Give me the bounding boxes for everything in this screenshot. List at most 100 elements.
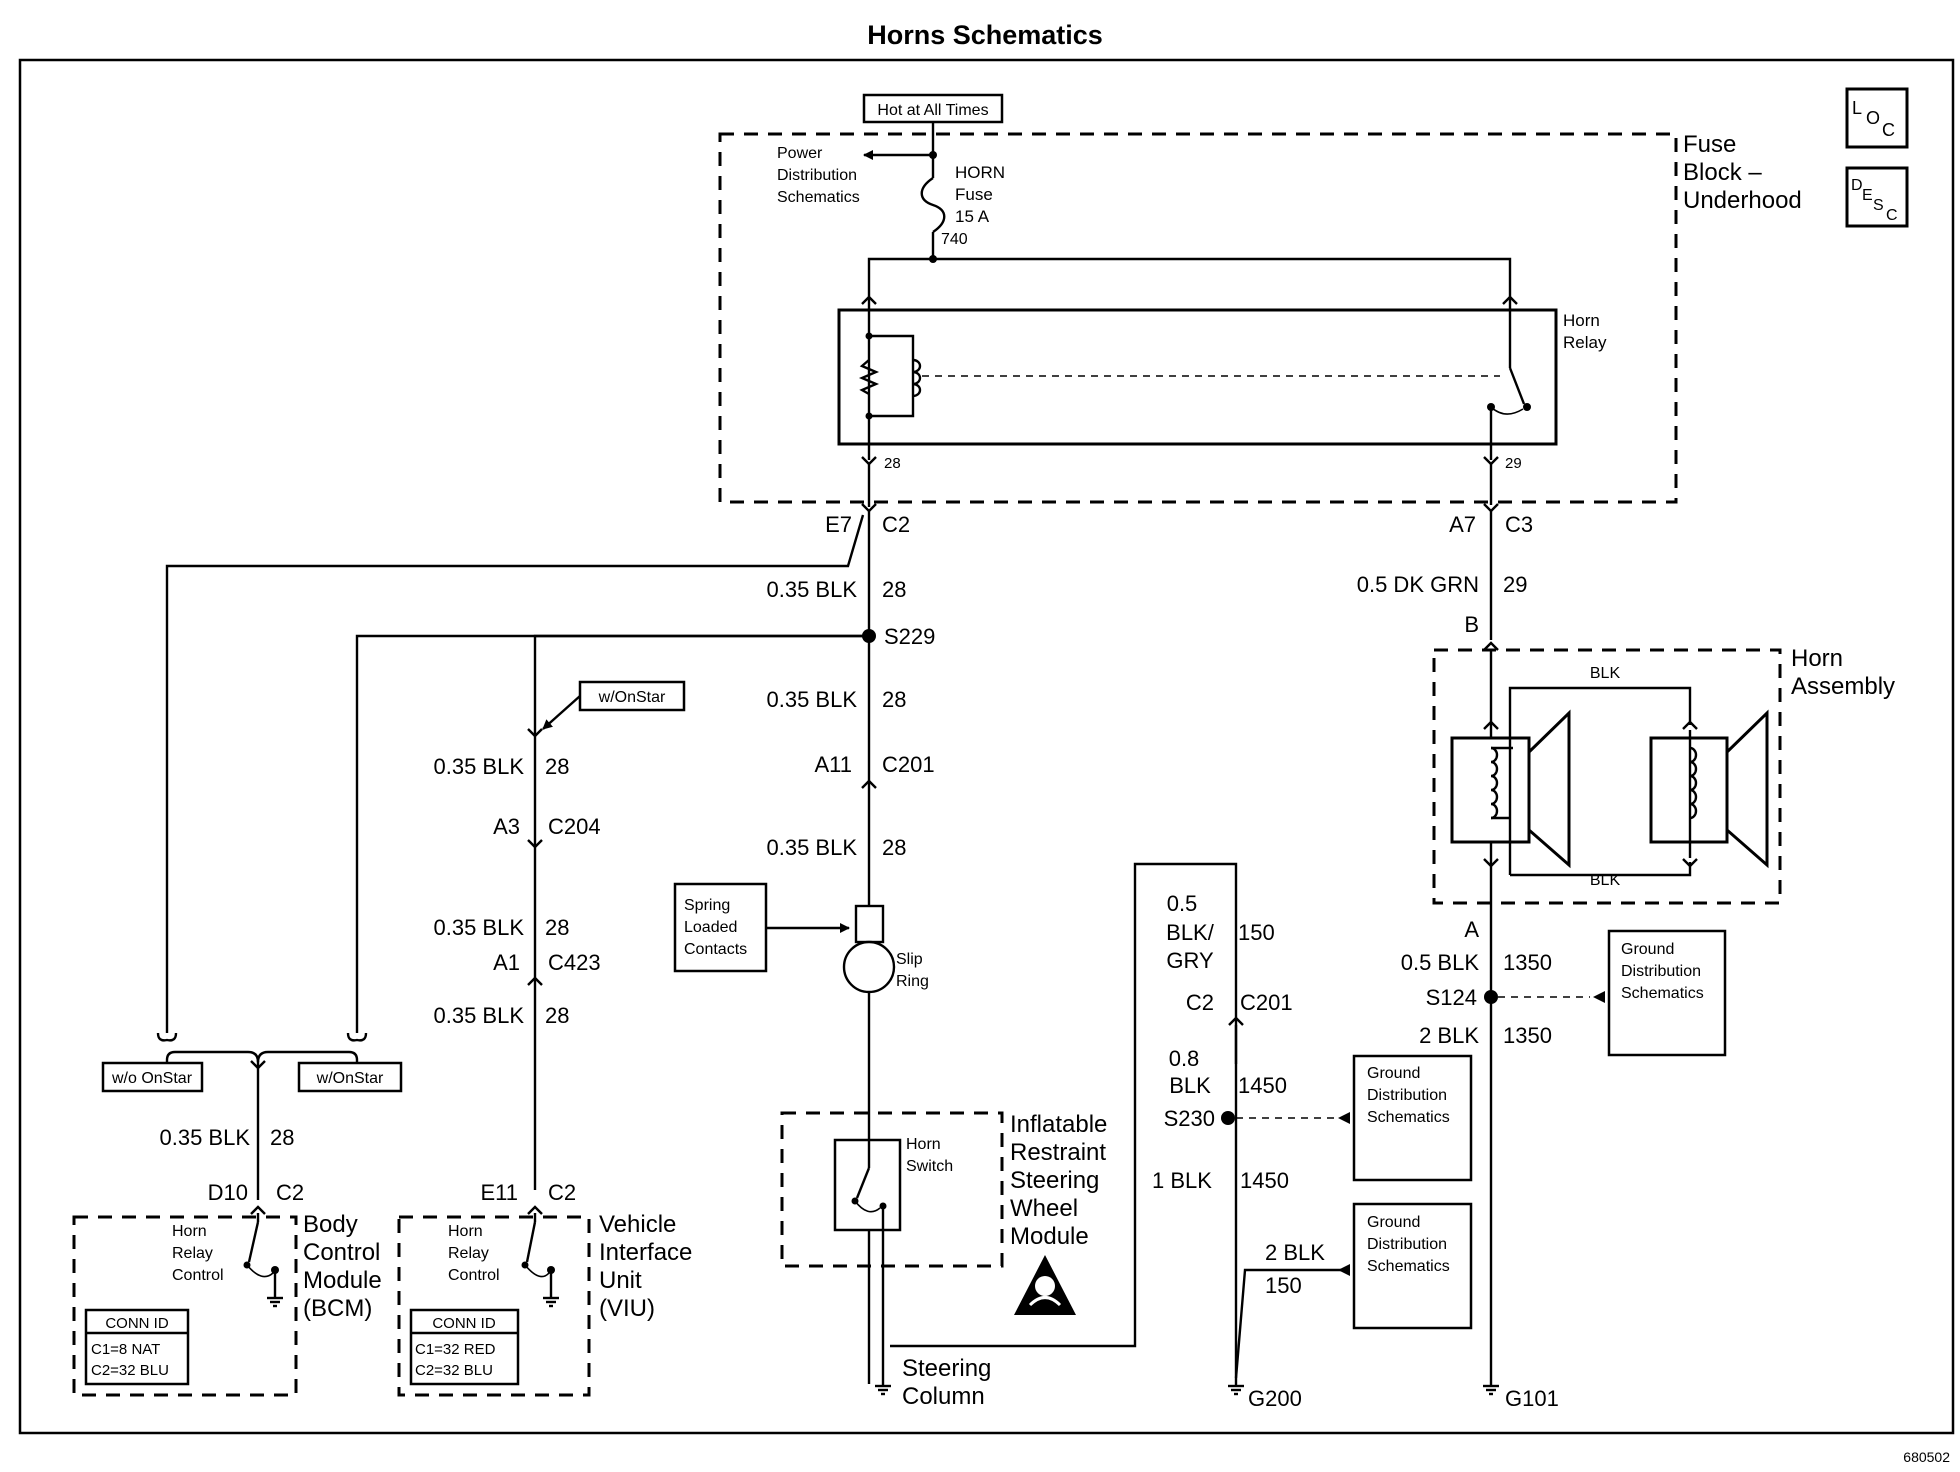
wo-onstar-option-box bbox=[101, 1061, 204, 1093]
conn-c2-label: C2 bbox=[882, 512, 910, 537]
horn-assembly-label-2: Assembly bbox=[1791, 673, 1895, 700]
viu-wire3-circuit: 28 bbox=[545, 1003, 569, 1028]
horn-wire2-label: 0.5 BLK bbox=[1401, 950, 1480, 975]
slip-ring bbox=[842, 940, 896, 994]
bcm-conn-c2: C2=32 BLU bbox=[91, 1362, 169, 1379]
loc-icon[interactable]: L O C bbox=[1845, 87, 1909, 149]
onstar-option-label-viu: w/OnStar bbox=[598, 689, 666, 706]
svg-text:E: E bbox=[1862, 187, 1873, 204]
conn-e7-label: E7 bbox=[825, 512, 852, 537]
svg-text:O: O bbox=[1866, 108, 1880, 128]
bcm-name-1: Body bbox=[303, 1211, 358, 1238]
bcm-name-3: Module bbox=[303, 1267, 382, 1294]
restraint-module-label-2: Restraint bbox=[1010, 1139, 1106, 1166]
spring-loaded-contacts-box bbox=[673, 882, 768, 973]
g150-wire3-circuit: 1450 bbox=[1240, 1168, 1289, 1193]
bcm-conn-pin: D10 bbox=[208, 1180, 248, 1205]
g150-wire1-label-1: 0.5 bbox=[1167, 891, 1198, 916]
spring-contacts-label-2: Loaded bbox=[684, 919, 737, 936]
gds-box-3 bbox=[1607, 929, 1727, 1057]
wire-0-35-blk-label: 0.35 BLK bbox=[766, 577, 857, 602]
horn-conn-id: C3 bbox=[1505, 512, 1533, 537]
gds-box-3-label-1: Ground bbox=[1621, 941, 1674, 958]
fuse-label-3: 15 A bbox=[955, 207, 990, 226]
gds-box-2-label-2: Distribution bbox=[1367, 1236, 1447, 1253]
horn-fuse-symbol bbox=[920, 177, 946, 233]
slip-ring-label-1: Slip bbox=[896, 951, 923, 968]
g150-circuit1: 150 bbox=[1238, 920, 1275, 945]
splice-s230-label: S230 bbox=[1164, 1106, 1215, 1131]
g150-wire4-circuit: 150 bbox=[1265, 1273, 1302, 1298]
viu-name-4: (VIU) bbox=[599, 1295, 655, 1322]
viu-wire1-label: 0.35 BLK bbox=[433, 754, 524, 779]
svg-text:D: D bbox=[1851, 177, 1863, 194]
ground-g200-label: G200 bbox=[1248, 1386, 1302, 1411]
page-title: Horns Schematics bbox=[867, 20, 1103, 50]
bcm-conn-id-header: CONN ID bbox=[105, 1315, 169, 1332]
svg-text:C: C bbox=[1882, 120, 1895, 140]
fuse-label-2: Fuse bbox=[955, 185, 993, 204]
steering-column-label-2: Column bbox=[902, 1383, 985, 1410]
horn-switch-label-1: Horn bbox=[906, 1136, 941, 1153]
bcm-name-2: Control bbox=[303, 1239, 380, 1266]
restraint-module-label-1: Inflatable bbox=[1010, 1111, 1107, 1138]
horn-1 bbox=[1450, 686, 1692, 877]
hot-at-all-times-box bbox=[862, 93, 1004, 124]
gds-box-2 bbox=[1352, 1202, 1473, 1330]
bcm-name-4: (BCM) bbox=[303, 1295, 372, 1322]
splice-s230 bbox=[1221, 1111, 1235, 1125]
airbag-warning-icon bbox=[1014, 1255, 1076, 1315]
horn-relay-label-2: Relay bbox=[1563, 333, 1607, 352]
gds-box-3-label-2: Distribution bbox=[1621, 963, 1701, 980]
figure-id: 680502 bbox=[1903, 1449, 1950, 1465]
power-distribution-label-2: Distribution bbox=[777, 167, 857, 184]
g150-conn-pin: C2 bbox=[1186, 990, 1214, 1015]
horn-wire2-circuit: 1350 bbox=[1503, 950, 1552, 975]
gds-box-2-label-3: Schematics bbox=[1367, 1258, 1450, 1275]
g150-wire3-label: 1 BLK bbox=[1152, 1168, 1212, 1193]
slip-ring-contact bbox=[854, 904, 885, 944]
w-onstar-option-box bbox=[297, 1061, 403, 1093]
horn-pin-a: A bbox=[1464, 917, 1479, 942]
wire-circuit-28-2: 28 bbox=[882, 687, 906, 712]
splice-s124-label: S124 bbox=[1426, 985, 1477, 1010]
ground-g101-label: G101 bbox=[1505, 1386, 1559, 1411]
svg-text:C: C bbox=[1886, 207, 1898, 224]
g150-conn-id: C201 bbox=[1240, 990, 1293, 1015]
wire-circuit-28-3: 28 bbox=[882, 835, 906, 860]
svg-text:L: L bbox=[1852, 98, 1862, 118]
viu-name-3: Unit bbox=[599, 1267, 642, 1294]
fuse-block-label-2: Block – bbox=[1683, 159, 1762, 186]
horn-wire-label: 0.5 DK GRN bbox=[1357, 572, 1479, 597]
horn-wire-circuit: 29 bbox=[1503, 572, 1527, 597]
g150-wire4-label: 2 BLK bbox=[1265, 1240, 1325, 1265]
g150-wire2-label-2: BLK bbox=[1169, 1073, 1211, 1098]
viu-conn3-id: C2 bbox=[548, 1180, 576, 1205]
viu-conn-c2: C2=32 BLU bbox=[415, 1362, 493, 1379]
diagram-frame bbox=[18, 58, 1955, 1435]
horn-2 bbox=[1649, 709, 1769, 869]
horn-switch-label-2: Switch bbox=[906, 1158, 953, 1175]
horn-wire3-circuit: 1350 bbox=[1503, 1023, 1552, 1048]
wire-circuit-28: 28 bbox=[882, 577, 906, 602]
horn-switch-box bbox=[833, 1138, 902, 1232]
viu-horn-relay-control-3: Control bbox=[448, 1267, 500, 1284]
viu-conn2-id: C423 bbox=[548, 950, 601, 975]
horn-wire3-label: 2 BLK bbox=[1419, 1023, 1479, 1048]
svg-text:S: S bbox=[1873, 197, 1884, 214]
horn-wire-blk-top: BLK bbox=[1590, 665, 1621, 682]
conn-a11-label: A11 bbox=[814, 752, 852, 777]
horn-conn-pin: A7 bbox=[1449, 512, 1476, 537]
splice-s229-label: S229 bbox=[884, 624, 935, 649]
viu-wire3-label: 0.35 BLK bbox=[433, 1003, 524, 1028]
viu-wire2-label: 0.35 BLK bbox=[433, 915, 524, 940]
g150-wire1-label-3: GRY bbox=[1166, 948, 1214, 973]
desc-icon[interactable]: D E S C bbox=[1845, 166, 1909, 228]
viu-horn-relay-control-1: Horn bbox=[448, 1223, 483, 1240]
hot-at-all-times-label: Hot at All Times bbox=[877, 102, 988, 119]
viu-outline bbox=[397, 1215, 591, 1397]
splice-s124 bbox=[1484, 990, 1498, 1004]
wire-0-35-blk-label-3: 0.35 BLK bbox=[766, 835, 857, 860]
g150-wire2-label-1: 0.8 bbox=[1169, 1046, 1200, 1071]
